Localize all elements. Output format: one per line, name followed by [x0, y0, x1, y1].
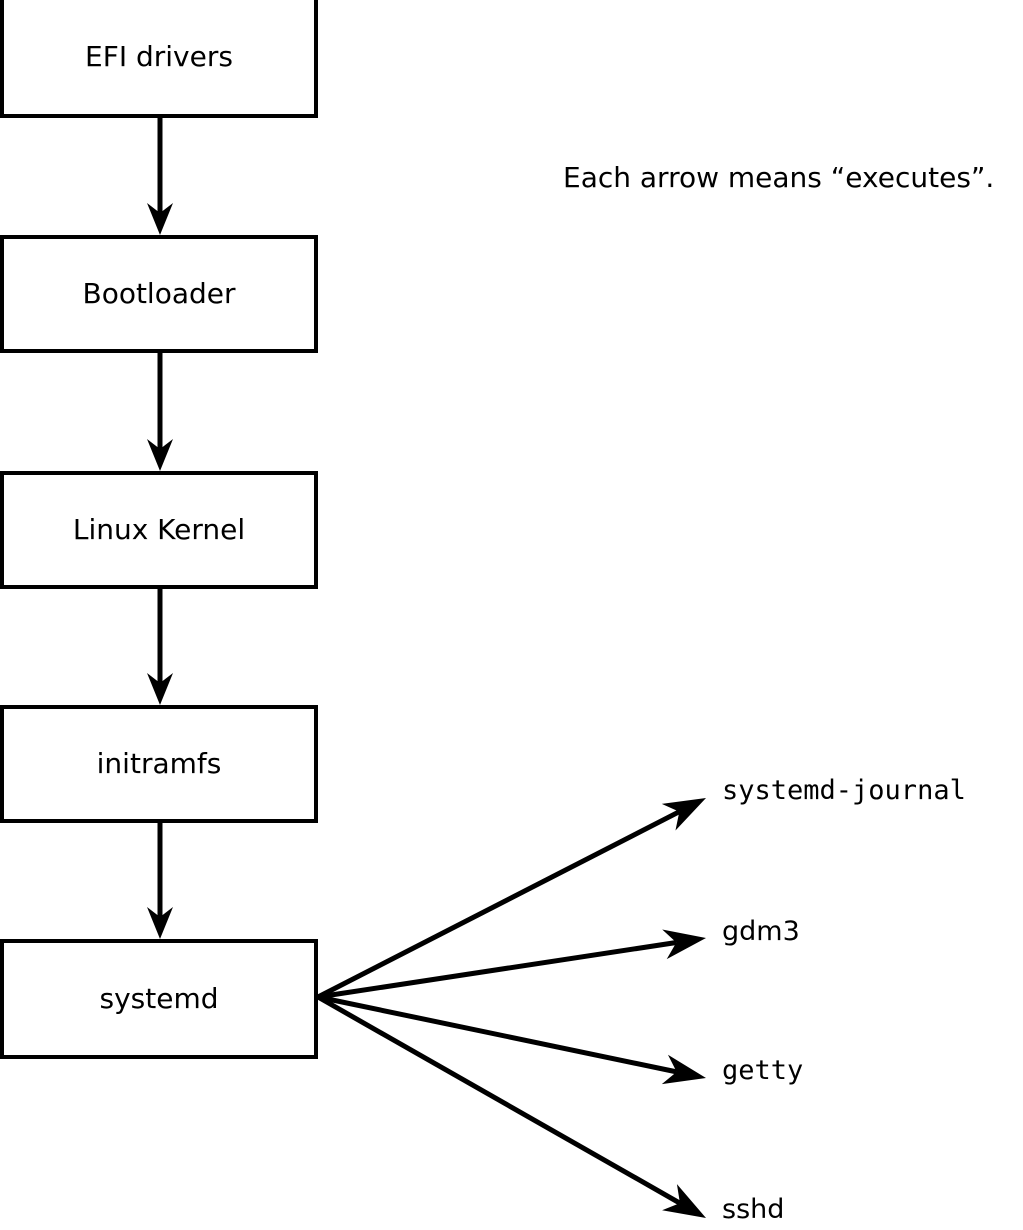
node-box-efi-drivers[interactable]: EFI drivers — [0, 0, 318, 118]
arrowhead-systemd-to-gdm3 — [662, 929, 706, 960]
arrowhead-systemd-to-sshd — [662, 1184, 706, 1218]
arrow-line-systemd-to-systemd-journal — [316, 809, 681, 1000]
service-label-systemd-journal: systemd-journal — [722, 775, 966, 806]
node-label-efi-drivers: EFI drivers — [85, 40, 233, 73]
service-label-getty: getty — [722, 1055, 804, 1086]
node-box-initramfs[interactable]: initramfs — [0, 705, 318, 823]
arrow-line-systemd-to-gdm3 — [317, 940, 677, 1000]
arrow-line-systemd-to-sshd — [316, 994, 682, 1206]
node-box-bootloader[interactable]: Bootloader — [0, 235, 318, 353]
node-box-linux-kernel[interactable]: Linux Kernel — [0, 471, 318, 589]
arrowhead-efi-drivers-to-bootloader — [147, 203, 173, 235]
arrowhead-linux-kernel-to-initramfs — [147, 673, 173, 705]
arrow-line-systemd-to-getty — [317, 994, 678, 1075]
arrowhead-systemd-to-getty — [661, 1054, 706, 1085]
legend-caption: Each arrow means “executes”. — [563, 161, 995, 194]
node-label-systemd: systemd — [99, 982, 219, 1015]
node-label-initramfs: initramfs — [96, 747, 222, 780]
node-label-bootloader: Bootloader — [82, 277, 236, 310]
arrowhead-bootloader-to-linux-kernel — [147, 439, 173, 471]
node-box-systemd[interactable]: systemd — [0, 939, 318, 1059]
service-label-sshd: sshd — [722, 1194, 785, 1225]
arrowhead-systemd-to-systemd-journal — [661, 798, 706, 831]
service-label-gdm3: gdm3 — [722, 916, 800, 947]
arrowhead-initramfs-to-systemd — [147, 907, 173, 939]
node-label-linux-kernel: Linux Kernel — [72, 513, 246, 546]
